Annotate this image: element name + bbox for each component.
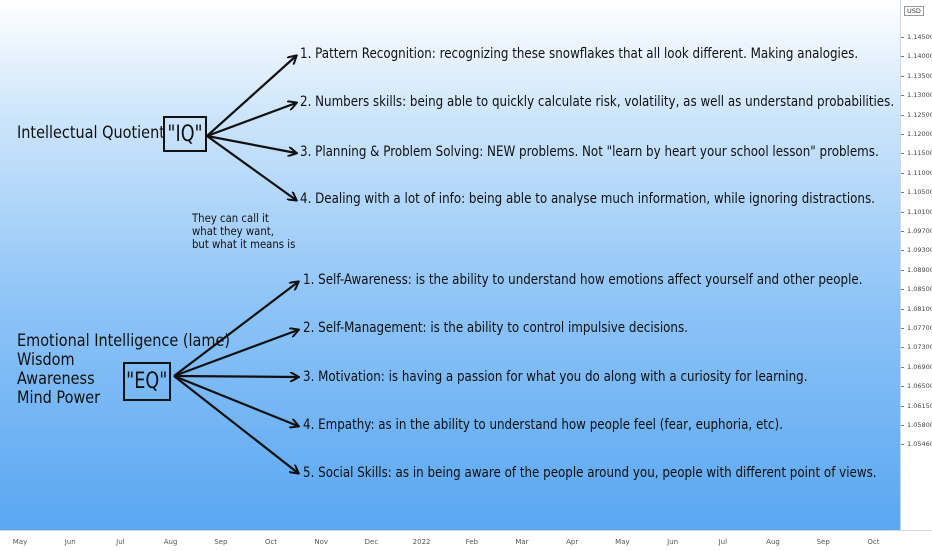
- price-tick-label: 1.10100: [907, 207, 932, 216]
- time-tick-label: Feb: [465, 538, 478, 546]
- price-tick-mark: [901, 347, 904, 349]
- price-tick-mark: [901, 250, 904, 252]
- time-tick-label: Apr: [566, 538, 579, 546]
- eq-arrow-1: [173, 282, 298, 377]
- price-tick-label: 1.05460: [907, 440, 932, 449]
- price-axis[interactable]: 1.14500 1.14000 1.13500 1.13000 1.12500 1.120…: [900, 0, 932, 530]
- time-tick-label: Oct: [264, 538, 278, 546]
- eq-title-4: Mind Power: [17, 388, 101, 408]
- time-tick-label: May: [615, 538, 630, 546]
- time-tick-label: Nov: [314, 538, 329, 546]
- time-tick-label: May: [12, 538, 28, 546]
- price-tick-label: 1.14000: [907, 52, 932, 61]
- price-tick-mark: [901, 134, 904, 135]
- price-tick-mark: [901, 211, 904, 213]
- price-tick-mark: [901, 231, 904, 232]
- price-tick-label: 1.12500: [907, 110, 932, 119]
- price-tick-mark: [901, 56, 904, 58]
- price-tick-label: 1.09300: [907, 246, 932, 255]
- price-tick-mark: [901, 328, 904, 329]
- iq-item-3: 3. Planning & Problem Solving: NEW probl…: [300, 144, 879, 160]
- price-tick-mark: [901, 114, 904, 116]
- time-tick-label: Sep: [214, 538, 228, 546]
- price-tick-label: 1.05800: [907, 421, 932, 429]
- price-tick-label: 1.10500: [907, 188, 932, 197]
- time-tick-label: Jun: [64, 538, 76, 546]
- eq-title-2: Wisdom: [17, 350, 75, 370]
- price-tick-label: 1.07700: [907, 324, 932, 332]
- price-tick-label: 1.14500: [907, 33, 932, 41]
- eq-item-4: 4. Empathy: as in the ability to underst…: [303, 417, 783, 433]
- iq-arrow-1: [206, 56, 296, 137]
- eq-title-1: Emotional Intelligence (lame): [17, 331, 230, 351]
- eq-item-2: 2. Self-Management: is the ability to co…: [303, 320, 688, 336]
- eq-arrow-4: [173, 374, 298, 426]
- iq-arrow-3: [206, 134, 296, 153]
- price-tick-mark: [901, 289, 904, 291]
- iq-title: Intellectual Quotient: [17, 123, 165, 143]
- arrow-diagram: [173, 0, 900, 530]
- price-tick-label: 1.09700: [907, 227, 932, 235]
- price-tick-label: 1.11000: [907, 168, 932, 177]
- eq-item-3: 3. Motivation: is having a passion for w…: [303, 369, 808, 385]
- price-tick-mark: [901, 172, 904, 174]
- time-tick-label: Aug: [163, 538, 178, 546]
- price-tick-label: 1.06900: [907, 362, 932, 371]
- price-tick-label: 1.08900: [907, 265, 932, 274]
- price-tick-label: 1.11500: [907, 149, 932, 158]
- price-tick-label: 1.12000: [907, 130, 932, 138]
- iq-item-1: 1. Pattern Recognition: recognizing thes…: [300, 46, 859, 62]
- eq-arrow-2: [173, 330, 298, 378]
- eq-item-5: 5. Social Skills: as in being aware of t…: [303, 465, 877, 481]
- time-tick-label: Sep: [816, 538, 830, 546]
- iq-item-4: 4. Dealing with a lot of info: being abl…: [300, 191, 875, 207]
- price-tick-mark: [901, 192, 904, 194]
- price-tick-mark: [901, 366, 904, 368]
- time-tick-label: Jun: [667, 538, 679, 546]
- currency-label[interactable]: USD: [904, 6, 924, 16]
- price-tick-mark: [901, 153, 904, 155]
- eq-arrow-3: [173, 376, 298, 377]
- price-tick-label: 1.07300: [907, 343, 932, 352]
- price-tick-label: 1.13500: [907, 71, 932, 80]
- price-tick-mark: [901, 405, 904, 407]
- price-tick-mark: [901, 37, 904, 38]
- price-tick-mark: [901, 269, 904, 271]
- price-tick-mark: [901, 308, 904, 310]
- price-tick-mark: [901, 425, 904, 426]
- price-tick-label: 1.06150: [907, 401, 932, 410]
- price-tick-mark: [901, 444, 904, 446]
- iq-arrow-2: [206, 103, 296, 138]
- time-tick-label: Jul: [718, 538, 728, 546]
- iq-arrow-4: [206, 135, 296, 200]
- note-text: They can call it what they want, but wha…: [192, 211, 296, 251]
- price-tick-label: 1.08500: [907, 285, 932, 294]
- price-tick-mark: [901, 386, 904, 388]
- eq-title-3: Awareness: [17, 369, 95, 389]
- eq-item-1: 1. Self-Awareness: is the ability to und…: [303, 272, 863, 288]
- iq-box: "IQ": [163, 116, 207, 152]
- price-tick-label: 1.06500: [907, 382, 932, 391]
- time-tick-label: Aug: [766, 538, 780, 546]
- price-tick-label: 1.08100: [907, 304, 932, 313]
- price-tick-mark: [901, 95, 904, 97]
- time-tick-label: Mar: [515, 538, 529, 546]
- time-tick-label: 2022: [412, 538, 431, 546]
- iq-item-2: 2. Numbers skills: being able to quickly…: [300, 94, 895, 110]
- price-tick-mark: [901, 75, 904, 77]
- eq-arrow-5: [173, 375, 298, 473]
- time-axis[interactable]: May Jun Jul Aug Sep Oct Nov Dec 2022 Feb Mar Apr May…: [0, 530, 932, 551]
- time-tick-label: Dec: [364, 538, 379, 546]
- price-tick-label: 1.13000: [907, 91, 932, 100]
- eq-box: "EQ": [123, 362, 171, 401]
- time-tick-label: Jul: [116, 538, 125, 546]
- time-tick-label: Oct: [867, 538, 880, 546]
